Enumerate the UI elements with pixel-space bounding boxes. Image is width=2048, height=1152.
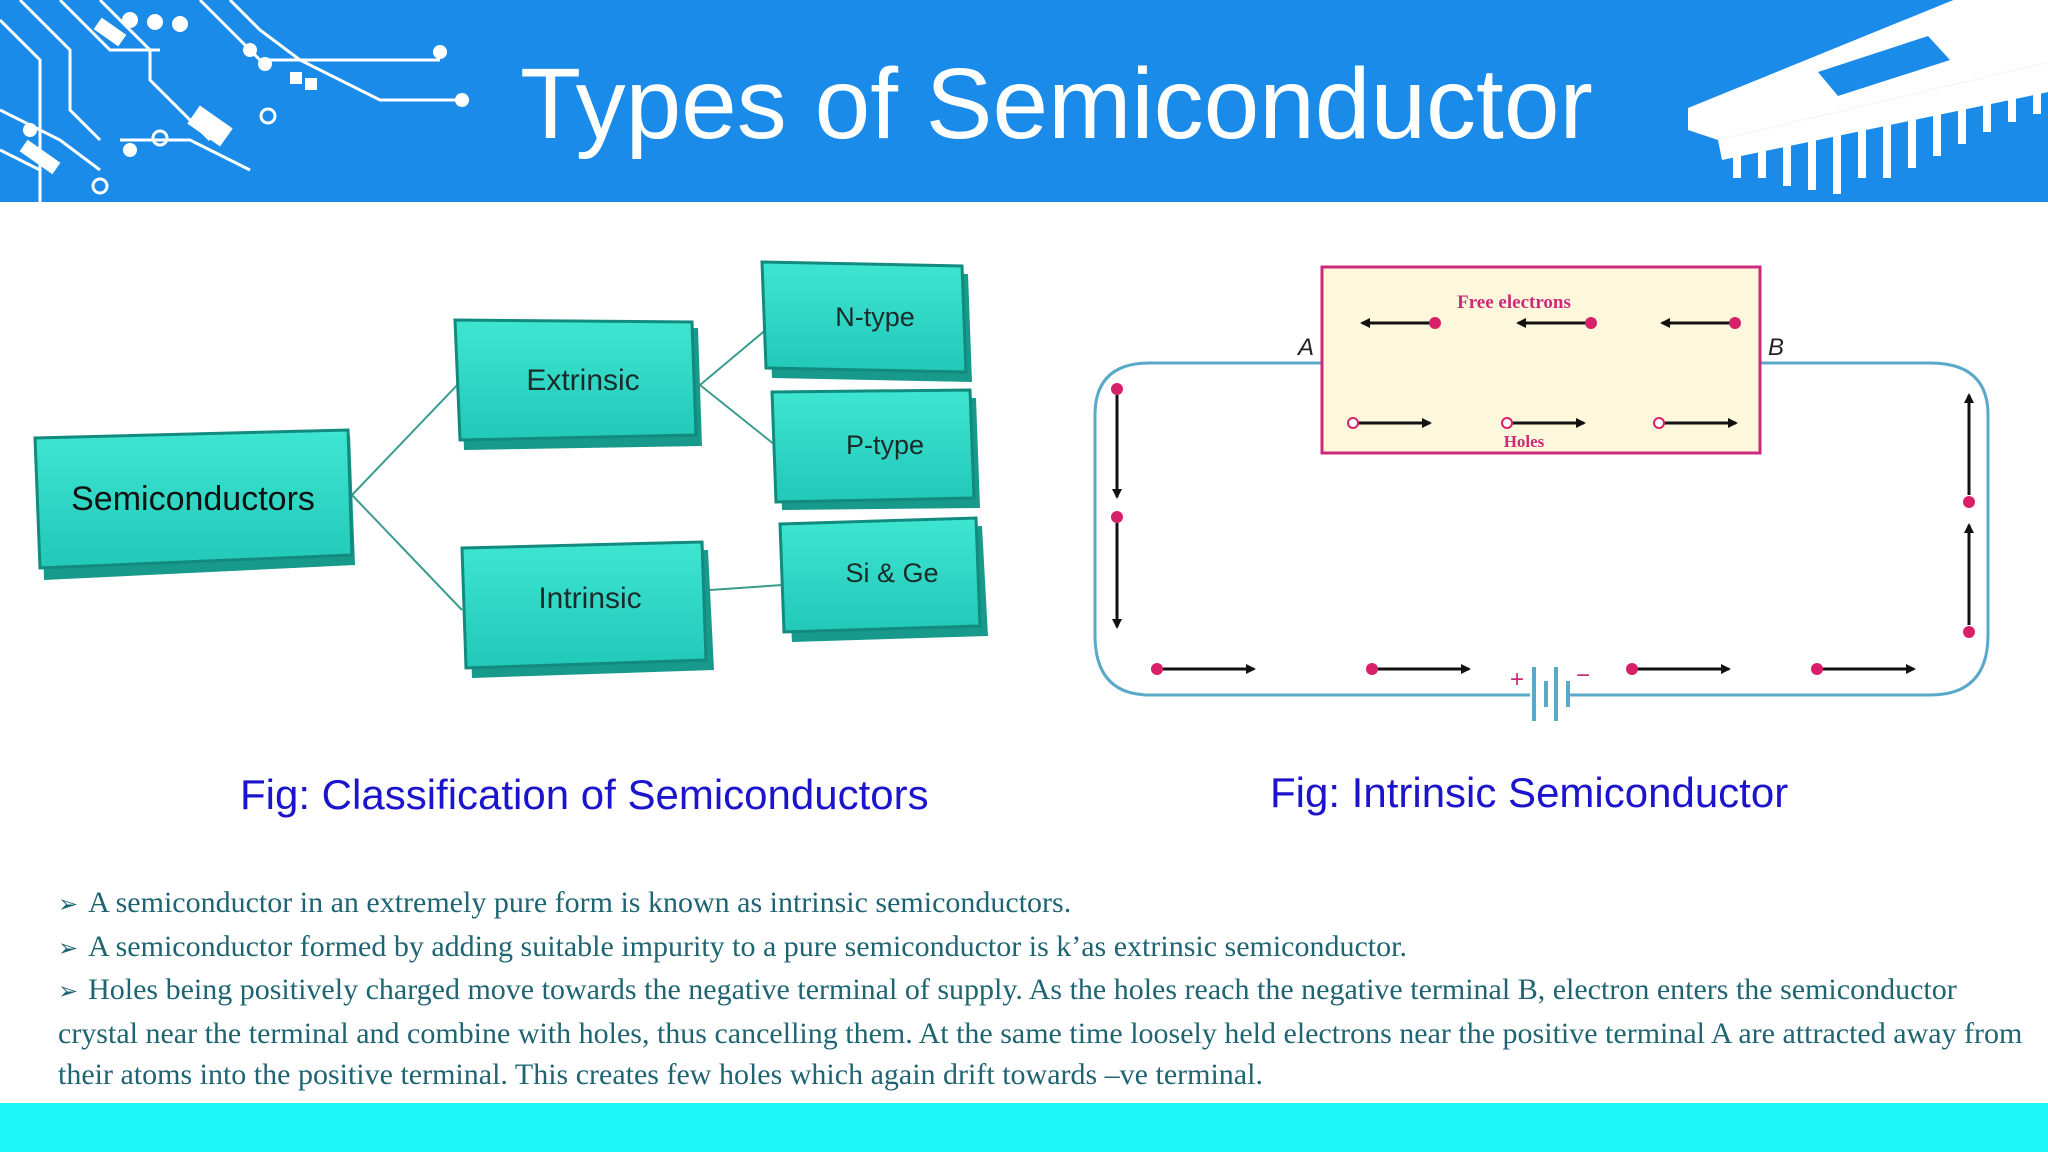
connector-line <box>351 494 463 611</box>
connector-line <box>709 584 783 591</box>
microchip-icon <box>1688 0 2048 194</box>
box-p-type: P-type <box>770 388 980 510</box>
box-n-type: N-type <box>760 260 972 382</box>
bullet-item: ➢Holes being positively charged move tow… <box>58 969 2038 1096</box>
footer-bar <box>0 1103 2048 1152</box>
connector-line <box>699 384 776 446</box>
bullet-list: ➢ A semiconductor in an extremely pure fo… <box>58 882 2038 1096</box>
box-intrinsic: Intrinsic <box>460 540 714 678</box>
arrowhead-bullet-icon: ➢ <box>58 890 79 918</box>
box-si-ge: Si & Ge <box>778 516 988 642</box>
arrowhead-bullet-icon: ➢ <box>58 933 79 962</box>
electron-dot <box>1429 317 1441 329</box>
connector-line <box>351 379 463 496</box>
holes-label: Holes <box>1504 432 1545 451</box>
figure-caption-classification: Fig: Classification of Semiconductors <box>240 771 929 818</box>
intrinsic-semiconductor-diagram: A B Free electrons Holes <box>1093 265 1990 721</box>
free-electrons-label: Free electrons <box>1457 292 1571 313</box>
circuit-board-decoration-icon <box>0 0 469 202</box>
hole-dot <box>1347 417 1359 429</box>
hole-dot <box>1653 417 1665 429</box>
electron-dot <box>1729 317 1741 329</box>
box-semiconductors: Semiconductors <box>33 428 355 580</box>
classification-diagram: Semiconductors Extrinsic Intrinsic N-typ… <box>33 260 988 678</box>
page-title: Types of Semiconductor <box>520 48 1593 160</box>
figure-caption-intrinsic: Fig: Intrinsic Semiconductor <box>1270 769 1789 816</box>
box-label: Semiconductors <box>71 480 315 518</box>
electron-dot <box>1585 317 1597 329</box>
bullet-item: ➢ A semiconductor in an extremely pure fo… <box>58 882 2038 926</box>
circuit-wire <box>1093 361 1990 697</box>
terminal-b-label: B <box>1768 334 1784 361</box>
terminal-a-label: A <box>1296 334 1314 361</box>
battery-icon <box>1532 667 1570 721</box>
arrowhead-bullet-icon: ➢ <box>58 977 79 1005</box>
header-banner: Types of Semiconductor <box>0 0 2048 202</box>
bullet-item: ➢ A semiconductor formed by adding suitab… <box>58 926 2038 970</box>
bullet-text: A semiconductor in an extremely pure for… <box>88 886 1072 919</box>
battery-plus-label: + <box>1510 666 1524 693</box>
box-label: N-type <box>835 302 915 332</box>
box-label: P-type <box>846 430 924 460</box>
battery-minus-label: − <box>1576 662 1590 689</box>
connector-line <box>699 327 769 386</box>
box-extrinsic: Extrinsic <box>453 318 702 450</box>
box-label: Si & Ge <box>845 558 938 588</box>
box-label: Intrinsic <box>538 582 641 615</box>
bullet-text: Holes being positively charged move towa… <box>58 973 2023 1091</box>
box-label: Extrinsic <box>526 364 639 397</box>
bullet-text: A semiconductor formed by adding suitabl… <box>88 929 1407 963</box>
hole-dot <box>1501 417 1513 429</box>
